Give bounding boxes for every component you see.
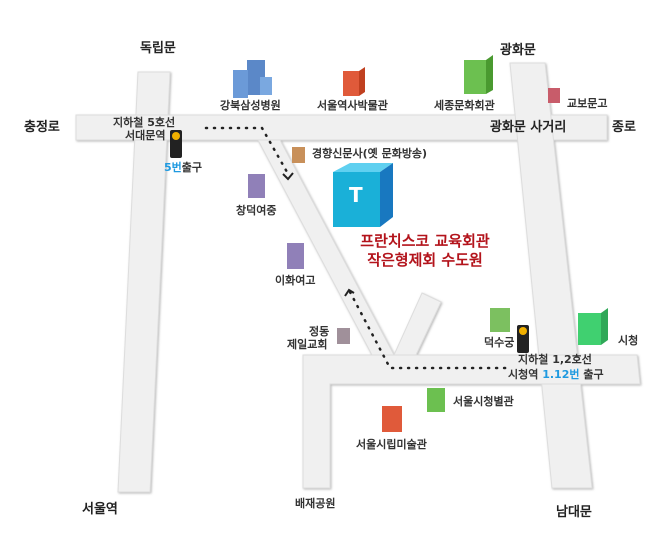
arrow-up-icon bbox=[344, 288, 355, 297]
exit-number: 1.12번 bbox=[542, 368, 580, 381]
building-sejong-icon bbox=[464, 55, 493, 94]
destination-line1: 프란치스코 교육회관 bbox=[360, 232, 490, 250]
station-name: 시청역 bbox=[508, 368, 539, 381]
destination-building-icon bbox=[333, 163, 393, 227]
building-changdeok-icon bbox=[248, 174, 265, 198]
subway-west-exit: 5번출구 bbox=[164, 161, 202, 174]
building-history-museum-icon bbox=[343, 67, 365, 96]
label-kangbuk-samsung: 강북삼성병원 bbox=[220, 99, 281, 112]
building-art-museum-icon bbox=[382, 406, 402, 432]
subway-exit-west-icon bbox=[170, 130, 182, 158]
label-gwanghwamun: 광화문 bbox=[500, 43, 536, 58]
label-namdaemun: 남대문 bbox=[556, 505, 592, 520]
label-dongnimmun: 독립문 bbox=[140, 41, 176, 56]
subway-east-exit: 시청역 1.12번 출구 bbox=[508, 368, 604, 381]
building-jeongdong-icon bbox=[337, 328, 350, 344]
road-west bbox=[117, 71, 171, 493]
label-deoksugung: 덕수궁 bbox=[484, 336, 515, 349]
road-bottom bbox=[302, 354, 641, 489]
label-annex: 서울시청별관 bbox=[453, 395, 514, 408]
road-stub bbox=[393, 292, 442, 356]
label-history-museum: 서울역사박물관 bbox=[317, 99, 388, 112]
label-paichai: 배재공원 bbox=[295, 497, 336, 510]
subway-exit-east-icon bbox=[517, 325, 529, 353]
building-annex-icon bbox=[427, 388, 445, 412]
arrow-down-icon bbox=[282, 172, 294, 181]
label-seoul-station: 서울역 bbox=[82, 502, 118, 517]
destination-line2: 작은형제회 수도원 bbox=[367, 251, 483, 269]
exit-label: 출구 bbox=[181, 161, 203, 174]
label-ewha: 이화여고 bbox=[275, 274, 316, 287]
label-art-museum: 서울시립미술관 bbox=[356, 438, 427, 451]
label-gwanghwamun-intersection: 광화문 사거리 bbox=[490, 120, 567, 135]
exit-label: 출구 bbox=[583, 368, 604, 381]
building-kyunghyang-icon bbox=[292, 147, 305, 163]
exit-number: 5번 bbox=[164, 161, 182, 174]
building-kangbuk-samsung-icon bbox=[233, 60, 272, 98]
label-kyobo: 교보문고 bbox=[567, 97, 608, 110]
label-jeongdong-1: 정동 bbox=[309, 325, 330, 338]
subway-west-station: 서대문역 bbox=[125, 129, 166, 142]
destination-label: 프란치스코 교육회관 작은형제회 수도원 bbox=[345, 232, 505, 270]
destination-logo: T bbox=[349, 183, 363, 207]
building-deoksugung-icon bbox=[490, 308, 510, 332]
subway-west-line: 지하철 5호선 bbox=[113, 116, 176, 129]
building-kyobo-icon bbox=[548, 88, 560, 103]
building-cityhall-icon bbox=[578, 308, 608, 345]
building-ewha-icon bbox=[287, 243, 304, 269]
label-city-hall: 시청 bbox=[618, 334, 639, 347]
label-kyunghyang: 경향신문사(옛 문화방송) bbox=[312, 147, 428, 160]
label-chungjeongno: 충정로 bbox=[24, 120, 60, 135]
label-jongno: 종로 bbox=[612, 120, 636, 135]
road-top bbox=[75, 114, 608, 141]
subway-east-line: 지하철 1,2호선 bbox=[518, 353, 592, 366]
route-dots bbox=[204, 126, 512, 370]
label-sejong: 세종문화회관 bbox=[434, 99, 495, 112]
label-changdeok: 창덕여중 bbox=[236, 204, 277, 217]
label-jeongdong-2: 제일교회 bbox=[287, 338, 328, 351]
